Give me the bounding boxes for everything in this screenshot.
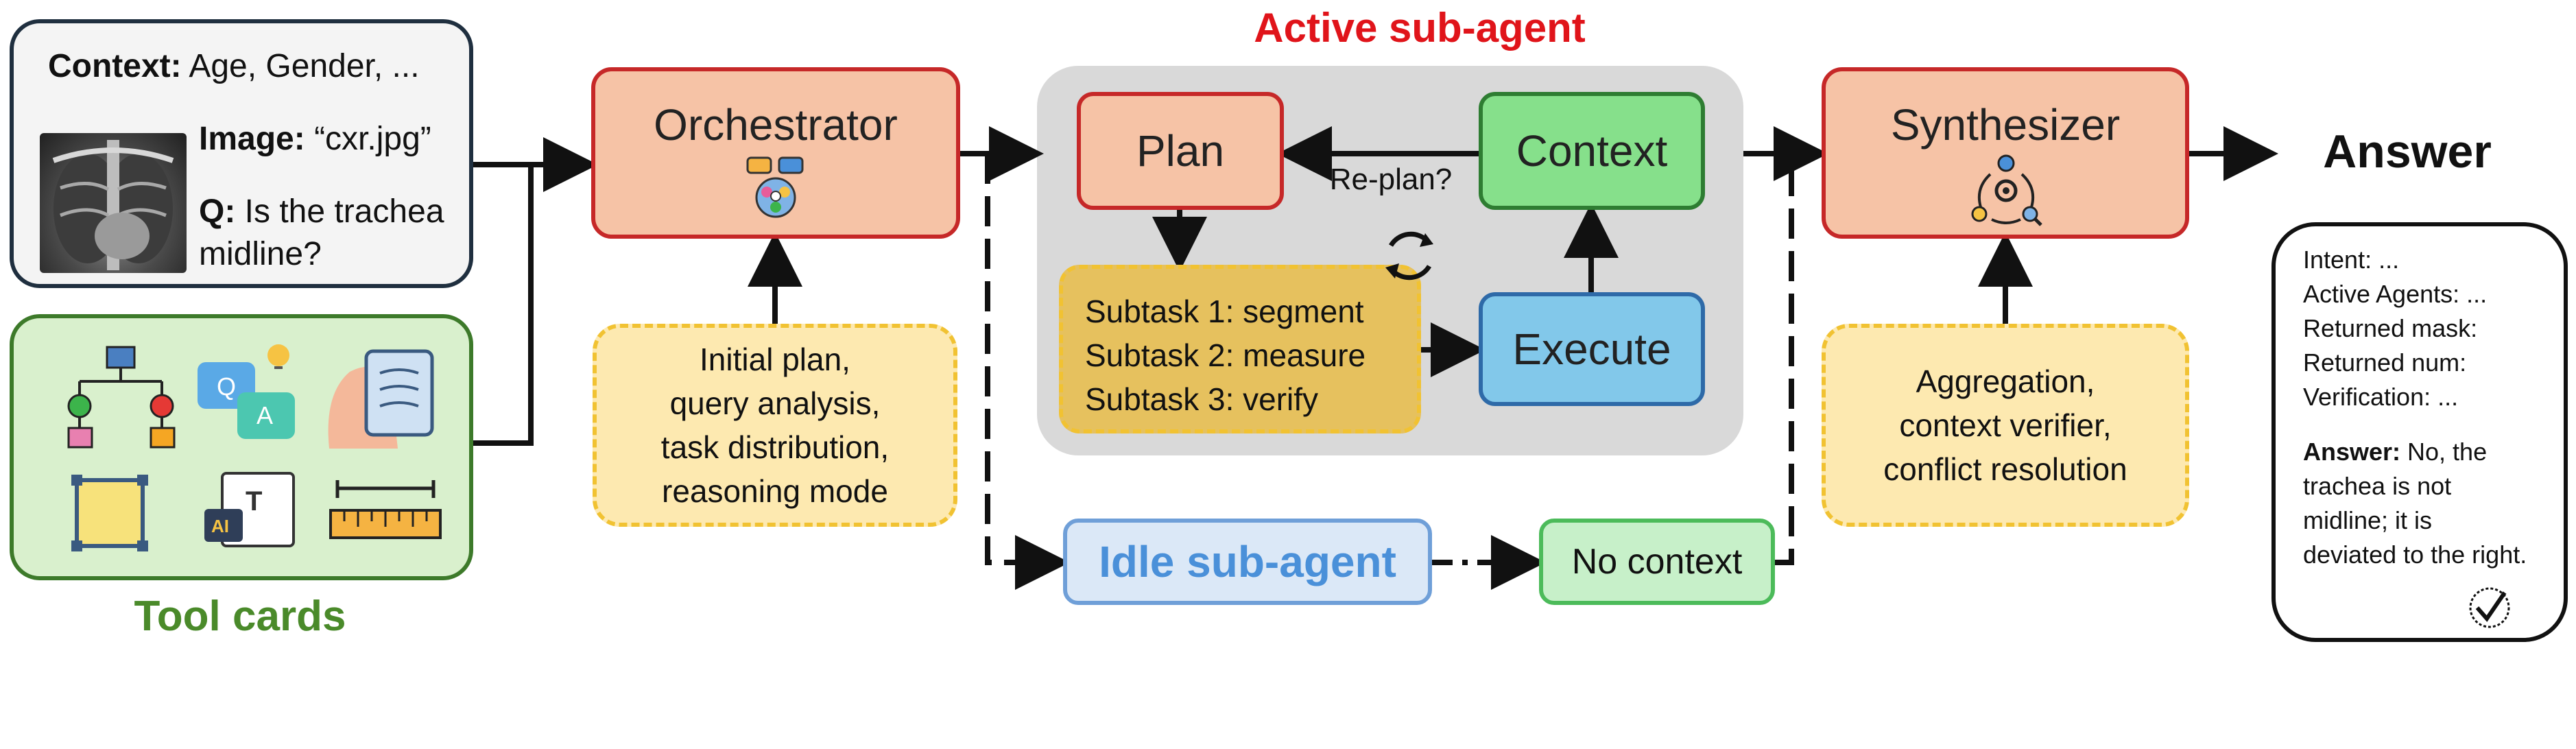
answer-card: Intent: ... Active Agents: ... Returned … [2271, 222, 2568, 642]
context-label: Context: [48, 48, 182, 84]
synthesizer-box: Synthesizer [1822, 67, 2189, 239]
answer-label: Answer [2323, 126, 2492, 178]
refresh-cycle-icon [1385, 231, 1433, 281]
image-value: “cxr.jpg” [314, 121, 431, 157]
ai-text-icon: T AI [204, 472, 295, 547]
context-value: Age, Gender, ... [189, 48, 420, 84]
subtask-1: Subtask 1: segment [1085, 294, 1364, 329]
image-label: Image: [199, 121, 305, 157]
orchestrator-title: Orchestrator [654, 100, 898, 150]
context-line: Context: Age, Gender, ... [48, 47, 420, 86]
synth-note-line-2: context verifier, [1899, 407, 2112, 443]
svg-text:AI: AI [211, 516, 229, 536]
orchestrator-note-line-3: task distribution, [660, 429, 890, 465]
answer-returned-mask: Returned mask: [2303, 314, 2478, 342]
orchestrator-box: Orchestrator [591, 67, 960, 239]
orchestrator-note-line-1: Initial plan, [700, 342, 850, 377]
orchestrator-note-line-4: reasoning mode [662, 473, 888, 509]
synth-note-line-1: Aggregation, [1916, 364, 2095, 399]
question-line-2: midline? [199, 236, 322, 272]
answer-final-text-3: midline; it is [2303, 506, 2433, 534]
question-value: Is the trachea [244, 193, 444, 230]
chest-xray-image [40, 133, 187, 273]
synthesizer-note: Aggregation, context verifier, conflict … [1822, 324, 2189, 527]
question-label: Q: [199, 193, 236, 230]
plan-box: Plan [1077, 92, 1284, 210]
answer-final-label: Answer: [2303, 438, 2401, 466]
answer-final-line-1: Answer: No, the [2303, 435, 2487, 469]
answer-final-text-1: No, the [2400, 438, 2488, 466]
subtask-2: Subtask 2: measure [1085, 337, 1366, 373]
answer-verification: Verification: ... [2303, 383, 2459, 411]
brain-network-icon [746, 156, 804, 218]
bounding-box-icon [71, 475, 148, 551]
subtask-list: Subtask 1: segment Subtask 2: measure Su… [1059, 265, 1421, 433]
svg-text:T: T [246, 486, 262, 516]
subtask-3: Subtask 3: verify [1085, 381, 1319, 417]
answer-returned-num: Returned num: [2303, 348, 2467, 377]
xray-figure [52, 140, 174, 270]
synth-note-line-3: conflict resolution [1883, 451, 2127, 487]
synthesis-cycle-icon [1971, 154, 2042, 226]
idle-agent-box: Idle sub-agent [1063, 519, 1432, 605]
tool-card-panel: Q A T AI [10, 314, 473, 580]
synthesizer-title: Synthesizer [1890, 100, 2121, 150]
context-box: Context [1479, 92, 1705, 210]
svg-text:Q: Q [217, 372, 236, 401]
svg-text:A: A [257, 401, 273, 429]
answer-intent: Intent: ... [2303, 246, 2400, 274]
no-context-box: No context [1539, 519, 1775, 605]
query-to-orchestrator-arrow [473, 162, 534, 446]
replan-label: Re-plan? [1329, 163, 1453, 196]
body-xray-icon [328, 349, 434, 449]
flowchart-icon [67, 346, 176, 449]
answer-final-text-4: deviated to the right. [2303, 540, 2527, 569]
ruler-icon [329, 480, 442, 539]
answer-active-agents: Active Agents: ... [2303, 280, 2488, 308]
tool-cards-label: Tool cards [134, 592, 346, 640]
orchestrator-note-line-2: query analysis, [669, 385, 881, 421]
qa-chat-icon: Q A [198, 344, 295, 439]
check-badge-icon [2469, 587, 2510, 628]
image-line: Image: “cxr.jpg” [199, 119, 431, 159]
nocontext-to-synth-arrow [1775, 154, 1794, 565]
answer-final-text-2: trachea is not [2303, 472, 2452, 500]
question-line: Q: Is the trachea [199, 192, 444, 232]
query-card: Context: Age, Gender, ... Image: “cxr.jp… [10, 19, 473, 288]
tool-icons: Q A T AI [67, 344, 442, 551]
execute-box: Execute [1479, 292, 1705, 406]
orchestrator-note: Initial plan, query analysis, task distr… [593, 324, 957, 527]
active-agent-label: Active sub-agent [1254, 4, 1586, 51]
